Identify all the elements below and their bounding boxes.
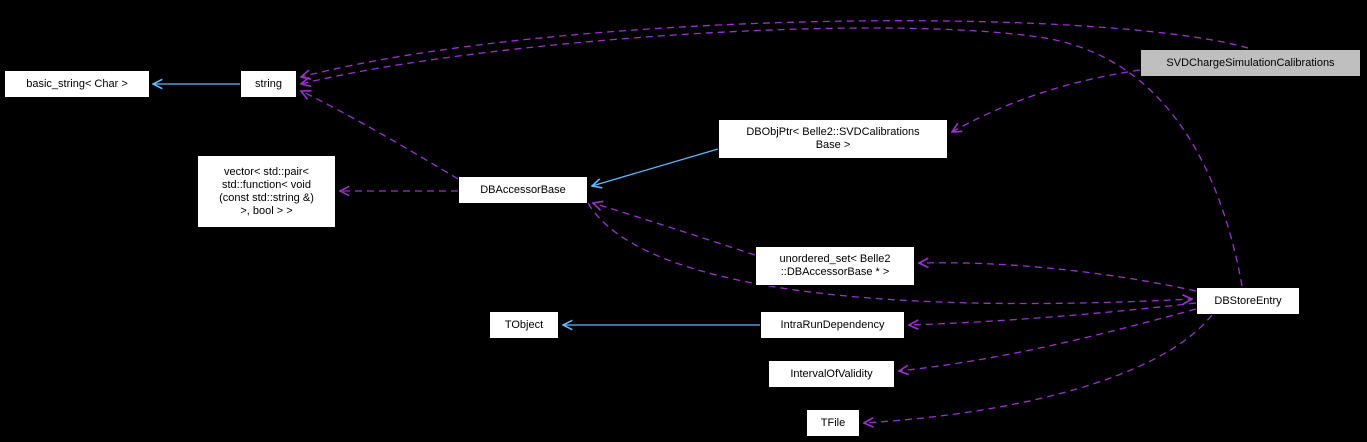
node-svd-charge-simulation-calibrations[interactable]: SVDChargeSimulationCalibrations [1140, 49, 1361, 77]
node-dbstoreentry[interactable]: DBStoreEntry [1196, 287, 1300, 315]
edge-dbobjptr-to-dbaccessorbase [592, 148, 719, 186]
edge-dbstoreentry-to-string [301, 27, 1243, 287]
edge-dbstoreentry-to-tfile [864, 314, 1213, 423]
edge-unordered-set-to-dbaccessorbase [593, 203, 756, 256]
edge-svdcalibrations-to-dbobjptr [952, 69, 1141, 132]
node-dbobjptr[interactable]: DBObjPtr< Belle2::SVDCalibrations Base > [718, 119, 948, 159]
edge-dbaccessorbase-to-dbstoreentry [587, 202, 1192, 304]
node-tfile[interactable]: TFile [806, 409, 860, 437]
edge-dbstoreentry-to-intervalofvalidity [899, 308, 1197, 371]
edge-dbaccessorbase-to-string [301, 91, 459, 180]
node-unordered-set[interactable]: unordered_set< Belle2 ::DBAccessorBase *… [755, 246, 915, 286]
edge-dbstoreentry-to-intrarundependency [909, 302, 1197, 325]
node-intrarundependency[interactable]: IntraRunDependency [760, 311, 905, 339]
node-string[interactable]: string [240, 70, 297, 98]
node-vector-pair-function[interactable]: vector< std::pair< std::function< void (… [197, 155, 336, 228]
node-basic-string[interactable]: basic_string< Char > [4, 70, 150, 98]
edge-svdcalibrations-to-string [301, 20, 1249, 77]
node-tobject[interactable]: TObject [489, 311, 559, 339]
node-intervalofvalidity[interactable]: IntervalOfValidity [768, 360, 895, 388]
edge-dbstoreentry-to-unordered-set [919, 263, 1197, 292]
node-dbaccessorbase[interactable]: DBAccessorBase [458, 176, 588, 204]
